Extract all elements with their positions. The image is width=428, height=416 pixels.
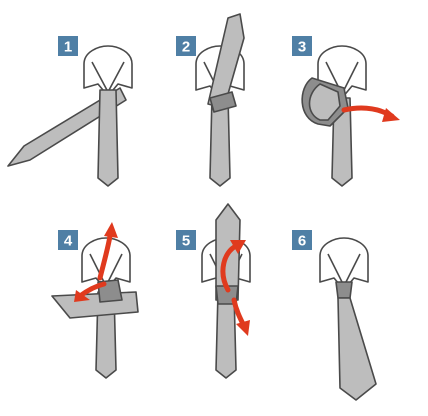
step-1-narrow-end	[97, 89, 119, 187]
step-5-panel: 5	[176, 203, 251, 379]
step-3-tie	[301, 77, 353, 187]
step-4-badge: 4	[58, 230, 78, 250]
step-6-collar	[319, 237, 369, 291]
step-2-badge: 2	[176, 36, 196, 56]
step-2-crossing	[209, 91, 237, 113]
step-4-arrows	[74, 222, 118, 302]
step-4-number: 4	[64, 233, 73, 250]
step-2-number: 2	[182, 39, 190, 56]
step-1-tie	[7, 87, 127, 187]
step-6-badge: 6	[292, 230, 312, 250]
step-1-wide-end	[7, 87, 127, 167]
step-4-tie	[51, 279, 139, 379]
step-4-wide-end-across	[51, 291, 139, 319]
step-6-blade	[337, 297, 377, 401]
step-2-tie	[207, 13, 245, 187]
step-3-wide-end	[308, 83, 341, 121]
step-5-badge: 5	[176, 230, 196, 250]
step-1-collar	[83, 45, 133, 97]
step-6-knot	[335, 281, 353, 299]
step-6-tie	[335, 281, 377, 401]
step-6-panel: 6	[292, 230, 377, 401]
step-3-number: 3	[298, 39, 306, 56]
step-6-number: 6	[298, 233, 306, 250]
step-1-panel: 1	[7, 36, 133, 187]
step-2-wide-end-up	[207, 13, 245, 109]
step-1-badge: 1	[58, 36, 78, 56]
step-3-badge: 3	[292, 36, 312, 56]
step-1-number: 1	[64, 39, 72, 56]
step-3-arrow	[341, 105, 400, 122]
step-3-panel: 3	[292, 36, 400, 187]
step-2-panel: 2	[176, 13, 245, 187]
step-5-number: 5	[182, 233, 190, 250]
step-5-arrows	[220, 240, 250, 336]
step-4-panel: 4	[51, 222, 139, 379]
